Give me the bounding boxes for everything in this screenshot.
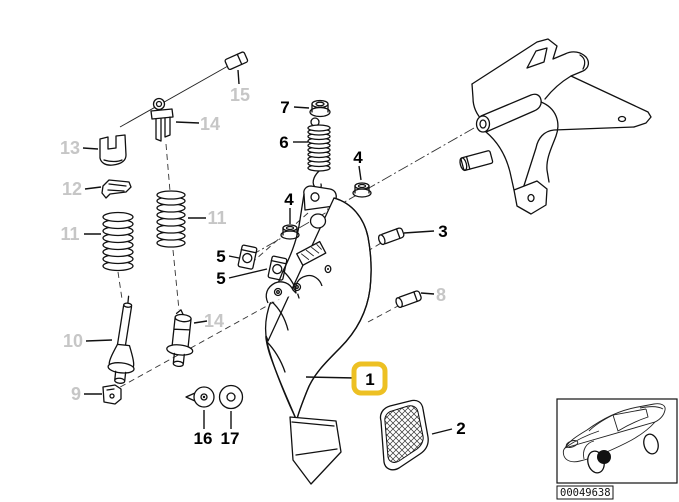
- diagram-code-box: [556, 485, 614, 500]
- part-pin-8: [395, 290, 422, 309]
- part-nut-4-right: [352, 182, 372, 198]
- part-nut-7: [309, 99, 331, 118]
- part-label-5-upper[interactable]: 5: [216, 247, 225, 266]
- leader-lines: [82, 69, 453, 435]
- part-label-1[interactable]: 1: [365, 370, 374, 389]
- part-bushing-14: [166, 309, 194, 368]
- part-pedal-arm-1: [264, 185, 372, 485]
- part-label-5-lower[interactable]: 5: [216, 269, 225, 288]
- car-illustration: [562, 403, 666, 474]
- part-label-6[interactable]: 6: [279, 133, 288, 152]
- diagram-code: 00049638: [560, 487, 611, 499]
- part-label-11-right[interactable]: 11: [207, 208, 226, 228]
- part-pedal-pad-2: [379, 399, 429, 471]
- part-washer-17: [218, 384, 244, 410]
- part-label-14-top[interactable]: 14: [200, 114, 220, 134]
- part-label-7[interactable]: 7: [280, 98, 289, 117]
- part-clip-13: [99, 134, 127, 166]
- selected-part-callout[interactable]: 1: [351, 361, 388, 396]
- part-spring-11-left: [102, 211, 134, 272]
- part-label-16[interactable]: 16: [194, 429, 213, 448]
- part-label-3[interactable]: 3: [438, 222, 447, 241]
- part-nut-4-left: [280, 224, 300, 240]
- part-label-10[interactable]: 10: [63, 331, 83, 351]
- part-pin-3: [378, 227, 405, 246]
- part-clip-9: [102, 384, 122, 405]
- part-clevis-14: [150, 97, 174, 142]
- part-label-17[interactable]: 17: [221, 429, 240, 448]
- pedal-support-bracket: [459, 38, 652, 215]
- part-clip-5-upper: [237, 244, 258, 270]
- part-label-4-left[interactable]: 4: [284, 190, 294, 209]
- part-label-13[interactable]: 13: [60, 138, 80, 158]
- part-spring-11-right: [156, 190, 186, 248]
- location-dot: [597, 450, 611, 464]
- part-pin-10: [107, 295, 135, 384]
- part-pin-15: [224, 51, 249, 71]
- part-label-9[interactable]: 9: [71, 384, 81, 404]
- part-grommet-16: [185, 386, 215, 408]
- vehicle-location-inset: 00049638: [556, 398, 678, 500]
- part-label-12[interactable]: 12: [62, 179, 82, 199]
- part-label-15[interactable]: 15: [230, 85, 250, 105]
- part-label-11-left[interactable]: 11: [60, 224, 79, 244]
- part-label-4-right[interactable]: 4: [353, 148, 363, 167]
- part-spring-6: [307, 117, 331, 190]
- part-clip-12: [101, 179, 132, 199]
- part-label-14-bottom[interactable]: 14: [204, 311, 224, 331]
- part-label-2[interactable]: 2: [456, 419, 465, 438]
- part-label-8[interactable]: 8: [436, 285, 446, 305]
